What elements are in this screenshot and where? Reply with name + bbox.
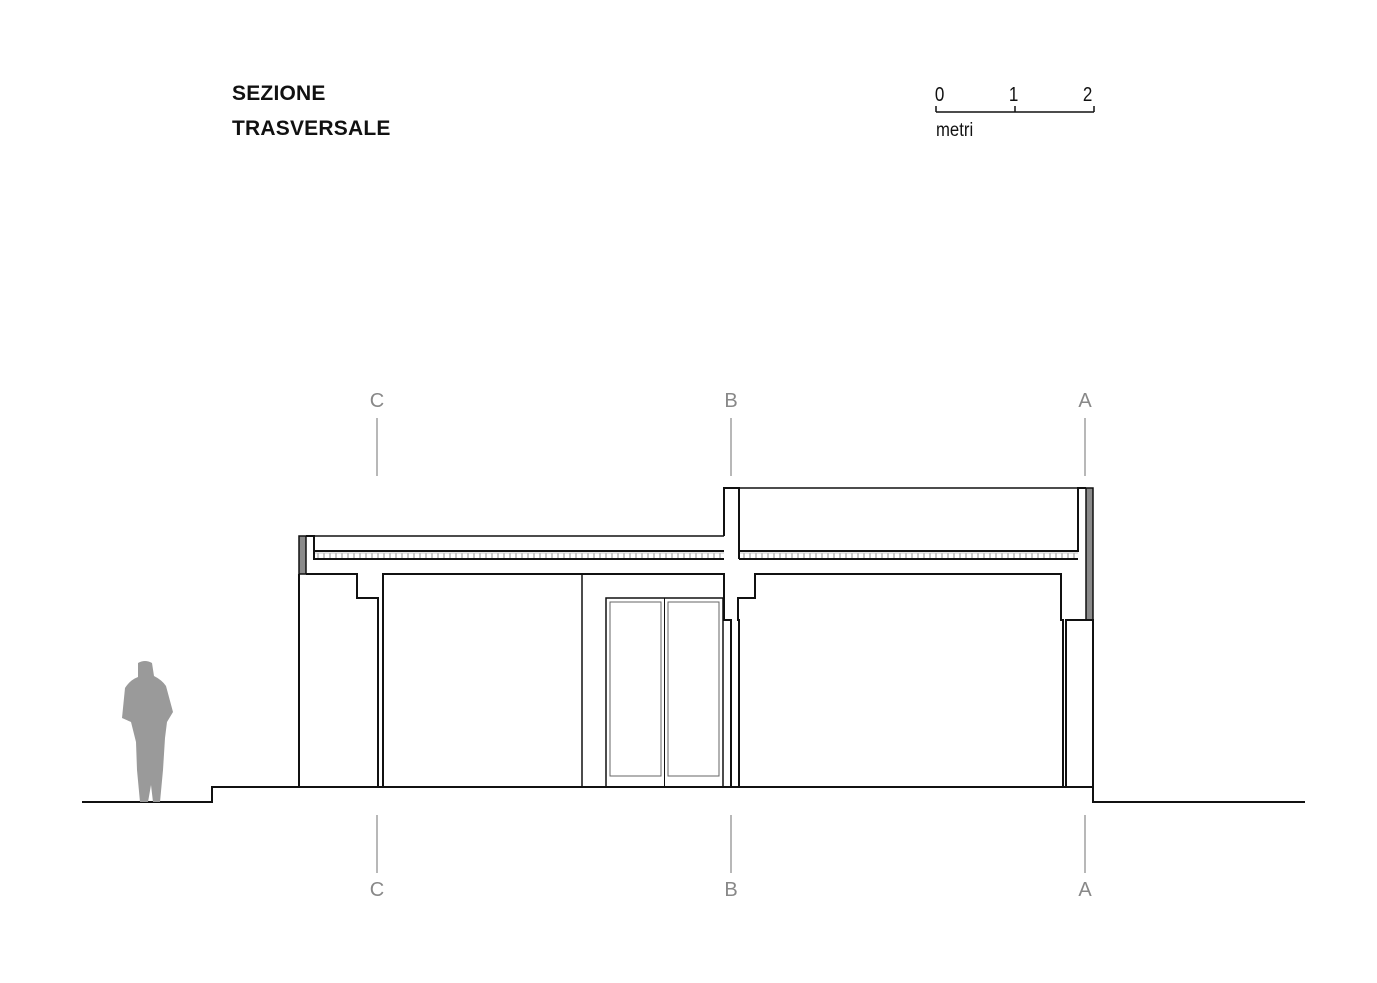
cladding-left xyxy=(298,535,307,575)
scale-tick-2: 2 xyxy=(1082,84,1093,106)
section-mark-c-bottom: C xyxy=(369,879,385,901)
drawing-title-line2: TRASVERSALE xyxy=(232,117,391,140)
insulation-right xyxy=(739,551,1078,559)
section-mark-a-top: A xyxy=(1078,390,1092,412)
section-mark-c-top: C xyxy=(369,390,385,412)
section-mark-b-top: B xyxy=(724,390,738,412)
human-scale-figure xyxy=(122,661,173,802)
insulation-left xyxy=(314,551,724,559)
scale-bar xyxy=(935,106,1095,113)
structure xyxy=(298,487,1094,787)
drawing-title-line1: SEZIONE xyxy=(232,82,326,105)
double-door xyxy=(605,597,724,788)
scale-unit: metri xyxy=(936,120,974,141)
scale-tick-0: 0 xyxy=(934,84,945,106)
section-mark-a-bottom: A xyxy=(1078,879,1092,901)
section-lines xyxy=(376,418,1086,873)
scale-tick-1: 1 xyxy=(1008,84,1019,106)
cladding-right xyxy=(1085,487,1094,621)
section-mark-b-bottom: B xyxy=(724,879,738,901)
ground-line xyxy=(82,786,1305,803)
